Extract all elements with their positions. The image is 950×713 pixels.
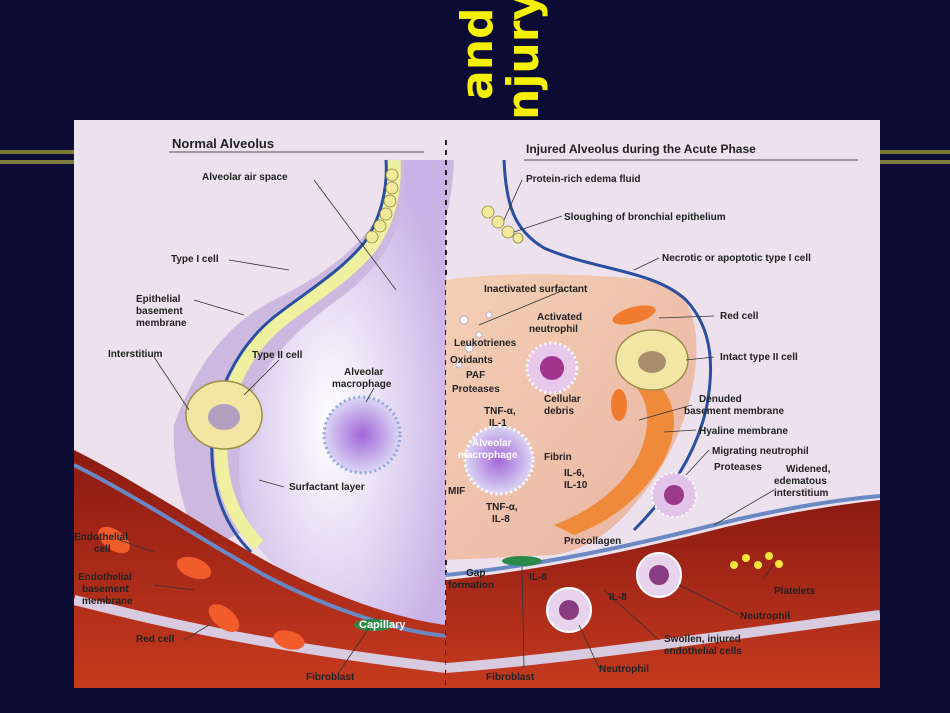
label-interstitium: Interstitium: [108, 349, 163, 360]
label-necrotic: Necrotic or apoptotic type I cell: [662, 253, 811, 264]
label-left-fibroblast: Fibroblast: [306, 672, 355, 683]
label-type-ii-cell: Type II cell: [252, 350, 303, 361]
label-mif: MIF: [448, 486, 465, 497]
left-endothelial-line: [73, 463, 447, 638]
right-red-cell-a: [612, 305, 656, 325]
label-sloughing: Sloughing of bronchial epithelium: [564, 212, 726, 223]
label-epithelial-3: membrane: [136, 318, 187, 329]
label-left-red-cell: Red cell: [136, 634, 175, 645]
label-tnf-il8-1: TNF-α,: [486, 502, 518, 513]
label-endo-bm-1: Endothelial: [78, 572, 132, 583]
label-widened-1: Widened,: [786, 464, 831, 475]
label-right-red-cell: Red cell: [720, 311, 759, 322]
label-right-macrophage-1: Alveolar: [472, 438, 512, 449]
label-fibrin: Fibrin: [544, 452, 572, 463]
label-hyaline: Hyaline membrane: [699, 426, 788, 437]
migrating-neutrophil-nucleus: [664, 485, 684, 505]
right-type-ii-nucleus: [638, 351, 666, 373]
label-tnf-il1-2: IL-1: [489, 418, 507, 429]
label-denuded-1: Denuded: [699, 394, 742, 405]
label-epithelial-2: basement: [136, 306, 183, 317]
right-hyaline-membrane: [554, 370, 674, 535]
label-swollen-2: endothelial cells: [664, 646, 742, 657]
capillary-neutrophil-left-nucleus: [559, 600, 579, 620]
label-tnf-il8-2: IL-8: [492, 514, 510, 525]
label-proteases: Proteases: [452, 384, 500, 395]
label-cellular-debris-1: Cellular: [544, 394, 581, 405]
slide-title-line-1: and: [452, 7, 503, 100]
label-activated-neutrophil-1: Activated: [537, 312, 582, 323]
left-fibroblast: [354, 619, 394, 631]
illustration-svg: Normal Alveolus Alveolar air space Type …: [72, 120, 881, 688]
label-endo-bm-2: basement: [82, 584, 129, 595]
label-edema-fluid: Protein-rich edema fluid: [526, 174, 640, 185]
right-red-cell-b: [611, 389, 627, 421]
label-inactivated-surfactant: Inactivated surfactant: [484, 284, 588, 295]
left-air-space: [239, 160, 446, 640]
label-proteases-2: Proteases: [714, 462, 762, 473]
left-lower-wall: [72, 595, 447, 673]
label-type-i-cell: Type I cell: [171, 254, 219, 265]
label-gap-1: Gap: [466, 568, 485, 579]
label-il8-a: IL-8: [529, 572, 547, 583]
label-widened-3: interstitium: [774, 488, 829, 499]
label-migrating-neutrophil: Migrating neutrophil: [712, 446, 809, 457]
slide-title-line-2: njury: [498, 0, 549, 120]
label-surfactant-layer: Surfactant layer: [289, 482, 365, 493]
label-widened-2: edematous: [774, 476, 827, 487]
label-endothelial-cell-2: cell: [94, 544, 111, 555]
label-il6-1: IL-6,: [564, 468, 585, 479]
label-platelets: Platelets: [774, 586, 816, 597]
left-red-cells: [98, 526, 305, 650]
alveolus-illustration: Normal Alveolus Alveolar air space Type …: [72, 120, 881, 688]
platelets-cluster: [730, 552, 783, 569]
label-right-fibroblast: Fibroblast: [486, 672, 535, 683]
left-macrophage: [322, 395, 402, 475]
right-fibroblast: [502, 556, 542, 566]
label-leukotrienes: Leukotrienes: [454, 338, 517, 349]
left-capillary: [74, 450, 446, 688]
label-right-macrophage-2: macrophage: [458, 450, 518, 461]
right-lower-wall: [445, 610, 881, 673]
label-alveolar-air-space: Alveolar air space: [202, 172, 288, 183]
label-left-macrophage-2: macrophage: [332, 379, 392, 390]
right-basement-line: [502, 159, 713, 532]
right-header: Injured Alveolus during the Acute Phase: [526, 142, 756, 156]
leader-lines: [118, 179, 775, 673]
inactivated-surfactant-bubbles: [455, 311, 493, 369]
label-paf: PAF: [466, 370, 485, 381]
label-tnf-il1-1: TNF-α,: [484, 406, 516, 417]
right-macrophage: [463, 424, 535, 496]
label-capillary: Capillary: [359, 619, 406, 631]
left-basement-line: [210, 159, 388, 554]
left-type-ii-nucleus: [208, 404, 240, 430]
left-bronchial-cells: [365, 168, 399, 244]
label-endo-bm-3: membrane: [82, 596, 133, 607]
label-activated-neutrophil-2: neutrophil: [529, 324, 578, 335]
label-left-macrophage-1: Alveolar: [344, 367, 384, 378]
label-il8-b: IL-8: [609, 592, 627, 603]
label-neutrophil-2: Neutrophil: [599, 664, 649, 675]
label-intact-type-ii: Intact type II cell: [720, 352, 798, 363]
capillary-neutrophil-right-nucleus: [649, 565, 669, 585]
label-denuded-2: basement membrane: [684, 406, 784, 417]
label-il6-2: IL-10: [564, 480, 588, 491]
label-swollen-1: Swollen, injured: [664, 634, 741, 645]
label-gap-2: formation: [448, 580, 494, 591]
label-neutrophil: Neutrophil: [740, 611, 790, 622]
right-bronchial-cells: [481, 205, 524, 244]
label-cellular-debris-2: debris: [544, 406, 574, 417]
label-epithelial-1: Epithelial: [136, 294, 181, 305]
right-neutrophil-nucleus: [540, 356, 564, 380]
label-oxidants: Oxidants: [450, 355, 493, 366]
label-procollagen: Procollagen: [564, 536, 621, 547]
left-header: Normal Alveolus: [172, 136, 274, 151]
label-endothelial-cell-1: Endothelial: [74, 532, 128, 543]
